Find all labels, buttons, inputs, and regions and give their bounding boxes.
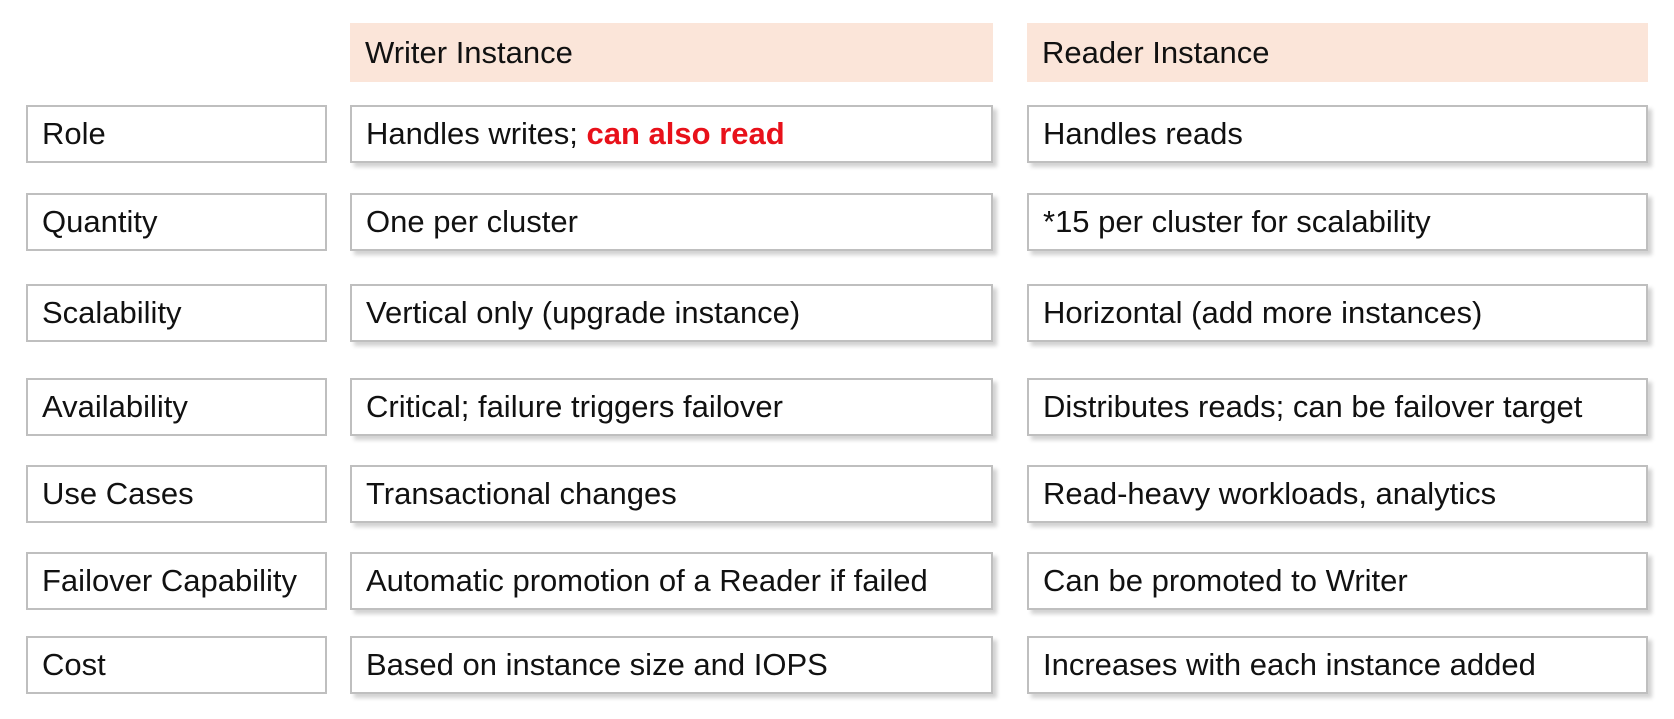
row-label-scalability: Scalability [26, 284, 327, 342]
reader-quantity-cell: *15 per cluster for scalability [1027, 193, 1648, 251]
writer-cost-cell: Based on instance size and IOPS [350, 636, 993, 694]
writer-scalability-cell: Vertical only (upgrade instance) [350, 284, 993, 342]
reader-failover-cell: Can be promoted to Writer [1027, 552, 1648, 610]
reader-cost-cell: Increases with each instance added [1027, 636, 1648, 694]
writer-quantity-cell: One per cluster [350, 193, 993, 251]
row-label-availability: Availability [26, 378, 327, 436]
reader-availability-cell: Distributes reads; can be failover targe… [1027, 378, 1648, 436]
reader-use-cases-cell: Read-heavy workloads, analytics [1027, 465, 1648, 523]
writer-instance-header: Writer Instance [350, 23, 993, 82]
writer-failover-cell: Automatic promotion of a Reader if faile… [350, 552, 993, 610]
writer-use-cases-cell: Transactional changes [350, 465, 993, 523]
writer-availability-cell: Critical; failure triggers failover [350, 378, 993, 436]
row-label-quantity: Quantity [26, 193, 327, 251]
reader-header-label: Reader Instance [1042, 34, 1270, 70]
writer-header-label: Writer Instance [365, 34, 573, 70]
row-label-failover-capability: Failover Capability [26, 552, 327, 610]
writer-role-text: Handles writes; [366, 116, 587, 151]
row-label-role: Role [26, 105, 327, 163]
reader-instance-header: Reader Instance [1027, 23, 1648, 82]
row-label-cost: Cost [26, 636, 327, 694]
writer-role-cell: Handles writes; can also read [350, 105, 993, 163]
reader-scalability-cell: Horizontal (add more instances) [1027, 284, 1648, 342]
writer-role-highlight: can also read [586, 116, 785, 151]
reader-role-cell: Handles reads [1027, 105, 1648, 163]
row-label-use-cases: Use Cases [26, 465, 327, 523]
